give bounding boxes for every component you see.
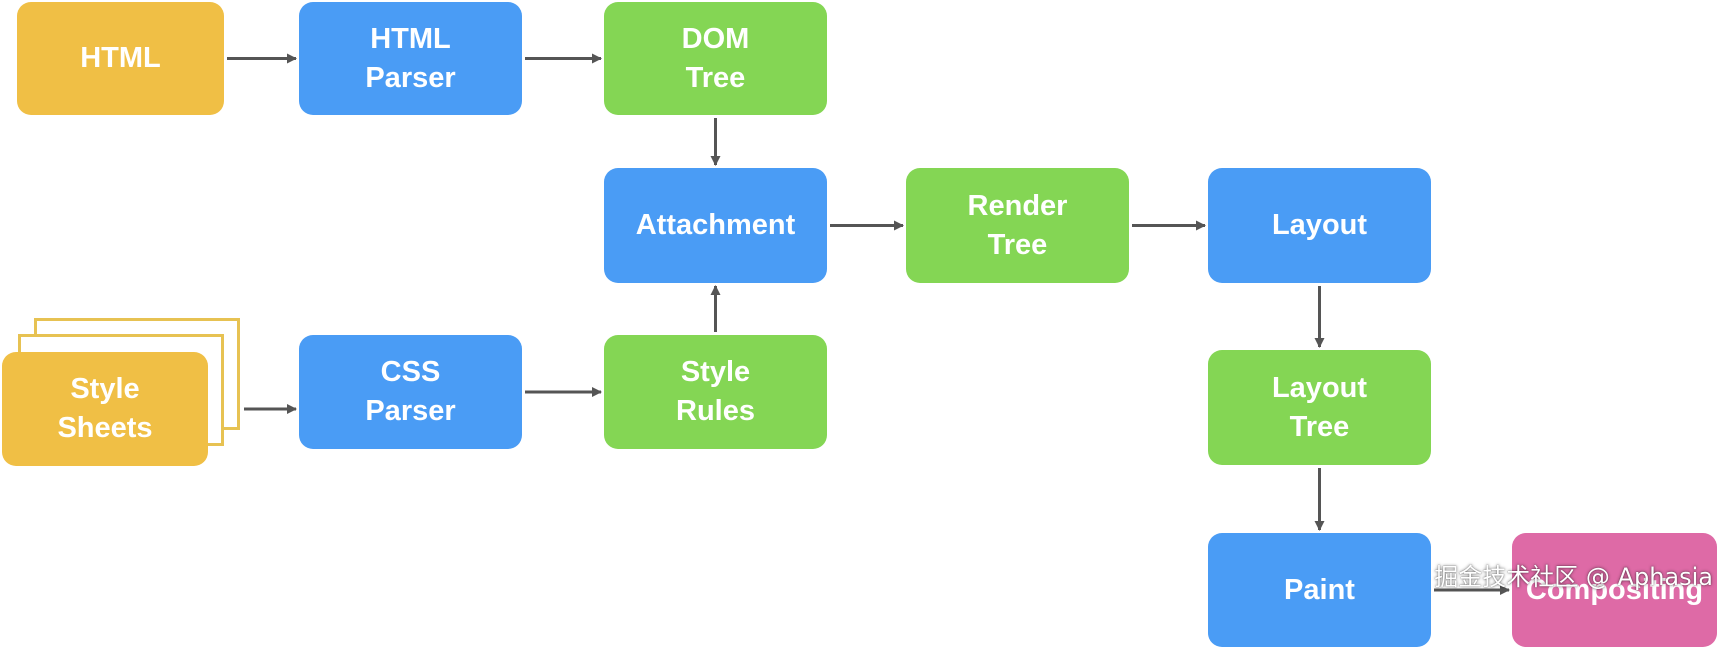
node-css-parser: CSS Parser [299,335,522,449]
node-paint: Paint [1208,533,1431,647]
node-paint-label: Paint [1284,573,1355,606]
node-layout-label: Layout [1271,209,1368,241]
node-render-tree: Render Tree [906,168,1129,283]
node-compositing: Compositing [1512,533,1717,647]
node-html: HTML [17,2,224,115]
node-compositing-label: Compositing [1525,573,1704,606]
node-style-sheets: Style Sheets [2,352,208,466]
node-html-label: HTML [80,42,161,74]
node-attachment-label: Attachment [635,209,796,241]
node-style-rules: Style Rules [604,335,827,449]
node-style-sheets-label: Style Sheets [57,373,153,444]
node-css-parser-label: CSS Parser [365,356,456,427]
node-html-parser: HTML Parser [299,2,522,115]
node-dom-tree-label: DOM Tree [681,22,750,94]
node-layout: Layout [1208,168,1431,283]
node-html-parser-label: HTML Parser [365,22,456,94]
node-layout-tree: Layout Tree [1208,350,1431,465]
node-layout-tree-label: Layout Tree [1271,371,1368,443]
node-attachment: Attachment [604,168,827,283]
node-render-tree-label: Render Tree [967,189,1068,261]
node-style-rules-label: Style Rules [676,356,755,427]
node-dom-tree: DOM Tree [604,2,827,115]
watermark-text: 掘金技术社区 @ Aphasia [1434,563,1713,591]
